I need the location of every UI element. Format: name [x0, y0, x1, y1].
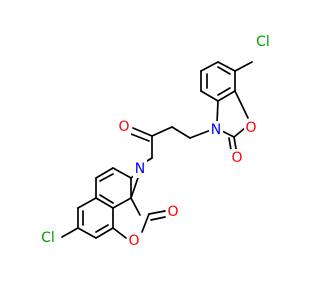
atom-o-ring-top: O	[244, 119, 258, 137]
bond	[150, 216, 166, 221]
molecule-canvas: Cl N O O O N O O	[37, 33, 274, 250]
bond	[77, 227, 97, 239]
bond	[141, 213, 150, 233]
atom-label: O	[245, 120, 256, 136]
bond	[61, 227, 79, 238]
atom-n-bottom: N	[133, 160, 147, 178]
bond	[189, 129, 212, 139]
bond	[112, 227, 127, 239]
bond	[233, 136, 237, 150]
atom-label: O	[118, 119, 129, 135]
atom-label: Cl	[256, 34, 270, 50]
bond	[171, 126, 191, 139]
atom-labels: Cl N O O O N O O	[37, 33, 274, 250]
bond	[130, 197, 141, 216]
bond	[233, 127, 246, 138]
atom-label: O	[167, 204, 178, 220]
bond	[95, 224, 109, 233]
atom-o-carbonyl-bottom: O	[166, 203, 180, 221]
bond	[234, 90, 249, 119]
bond	[234, 61, 253, 72]
bond	[148, 210, 166, 215]
bond	[221, 130, 235, 138]
bond	[112, 197, 132, 209]
atom-n-top: N	[209, 121, 223, 139]
atom-o-ketone: O	[117, 118, 131, 136]
bond	[99, 194, 114, 204]
bond	[200, 90, 219, 102]
atom-label: Cl	[41, 230, 55, 246]
atom-label: O	[231, 150, 242, 166]
bond	[95, 227, 114, 239]
bond	[200, 61, 219, 72]
atom-label: O	[128, 233, 139, 249]
atom-cl-bottom: Cl	[37, 229, 59, 247]
bond	[217, 61, 236, 72]
bond	[217, 87, 231, 96]
atom-cl-top: Cl	[252, 33, 274, 51]
atom-label: N	[135, 161, 145, 177]
bond	[217, 90, 236, 102]
bond	[130, 133, 150, 142]
bond	[217, 66, 231, 75]
bond	[228, 137, 232, 151]
bond	[112, 167, 132, 179]
bond	[99, 173, 114, 182]
structure-diagram: Cl N O O O N O O	[37, 33, 274, 250]
atom-label: N	[211, 122, 221, 138]
bond	[95, 197, 114, 209]
bond	[151, 126, 173, 137]
bonds	[61, 61, 253, 239]
bond	[95, 167, 114, 179]
bond	[77, 197, 97, 209]
atom-o-ring-bottom: O	[127, 232, 141, 250]
bond	[216, 100, 219, 124]
bond	[132, 127, 153, 137]
atom-o-carbonyl-top: O	[230, 149, 244, 167]
